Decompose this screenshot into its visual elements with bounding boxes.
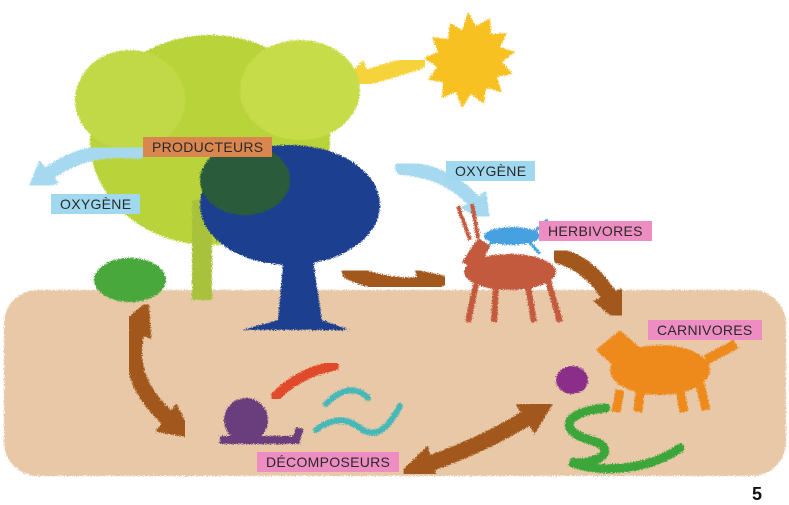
sunlight-arrow bbox=[352, 62, 418, 82]
bush-icon bbox=[94, 258, 166, 302]
sun-icon bbox=[424, 12, 515, 108]
label-herbivores: HERBIVORES bbox=[539, 221, 652, 241]
grasshopper-icon bbox=[480, 220, 548, 254]
label-producteurs: PRODUCTEURS bbox=[143, 137, 272, 157]
arrow-producers-to-herbivores bbox=[350, 272, 436, 285]
label-decomposeurs: DÉCOMPOSEURS bbox=[257, 452, 399, 472]
label-oxygene-right: OXYGÈNE bbox=[446, 161, 535, 181]
label-oxygene-left: OXYGÈNE bbox=[51, 194, 140, 214]
toad-icon bbox=[556, 366, 588, 394]
label-carnivores: CARNIVORES bbox=[648, 320, 762, 340]
page-number: 5 bbox=[752, 484, 762, 505]
